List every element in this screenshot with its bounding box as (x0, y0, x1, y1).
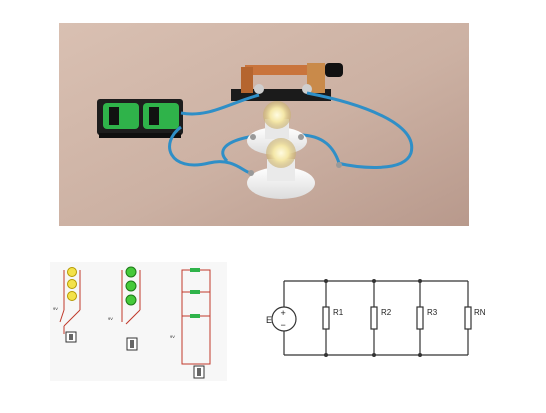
voltage-label: 9V (53, 306, 58, 311)
source-label: E (266, 315, 272, 325)
resistor-rn (464, 306, 472, 330)
junction-dots (324, 279, 422, 357)
bulb-icon (67, 267, 77, 277)
bulb-icon (67, 291, 77, 301)
resistor-label-r2: R2 (381, 308, 392, 317)
thumb-circuit-2 (121, 270, 141, 325)
bulb-icon (125, 294, 137, 306)
green-indicator (190, 314, 200, 318)
green-indicator (190, 268, 200, 272)
battery-holder (97, 99, 183, 138)
resistor-label-r3: R3 (427, 308, 438, 317)
parallel-resistor-schematic: + − E R1 R2 R3 RN (262, 265, 486, 369)
resistor-r3 (416, 306, 424, 330)
bulb-icon (125, 266, 137, 278)
source-minus-sign: − (281, 320, 286, 330)
source-plus-sign: + (281, 308, 286, 318)
voltage-source-symbol (271, 306, 297, 332)
knife-switch (231, 63, 343, 101)
green-indicator (190, 290, 200, 294)
bulb-icon (125, 280, 137, 292)
voltage-label: 9V (108, 316, 113, 321)
circuit-render-image (59, 23, 469, 226)
bulb-icon (67, 279, 77, 289)
resistor-r2 (370, 306, 378, 330)
circuit-wires (168, 91, 414, 175)
bulb-bottom (247, 138, 342, 199)
resistor-r1 (322, 306, 330, 330)
resistor-label-r1: R1 (333, 308, 344, 317)
thumb-circuit-1 (59, 270, 81, 334)
voltage-label: 9V (170, 334, 175, 339)
resistor-label-rn: RN (474, 308, 486, 317)
series-parallel-thumbnails: 9V 9V 9V (50, 262, 227, 381)
